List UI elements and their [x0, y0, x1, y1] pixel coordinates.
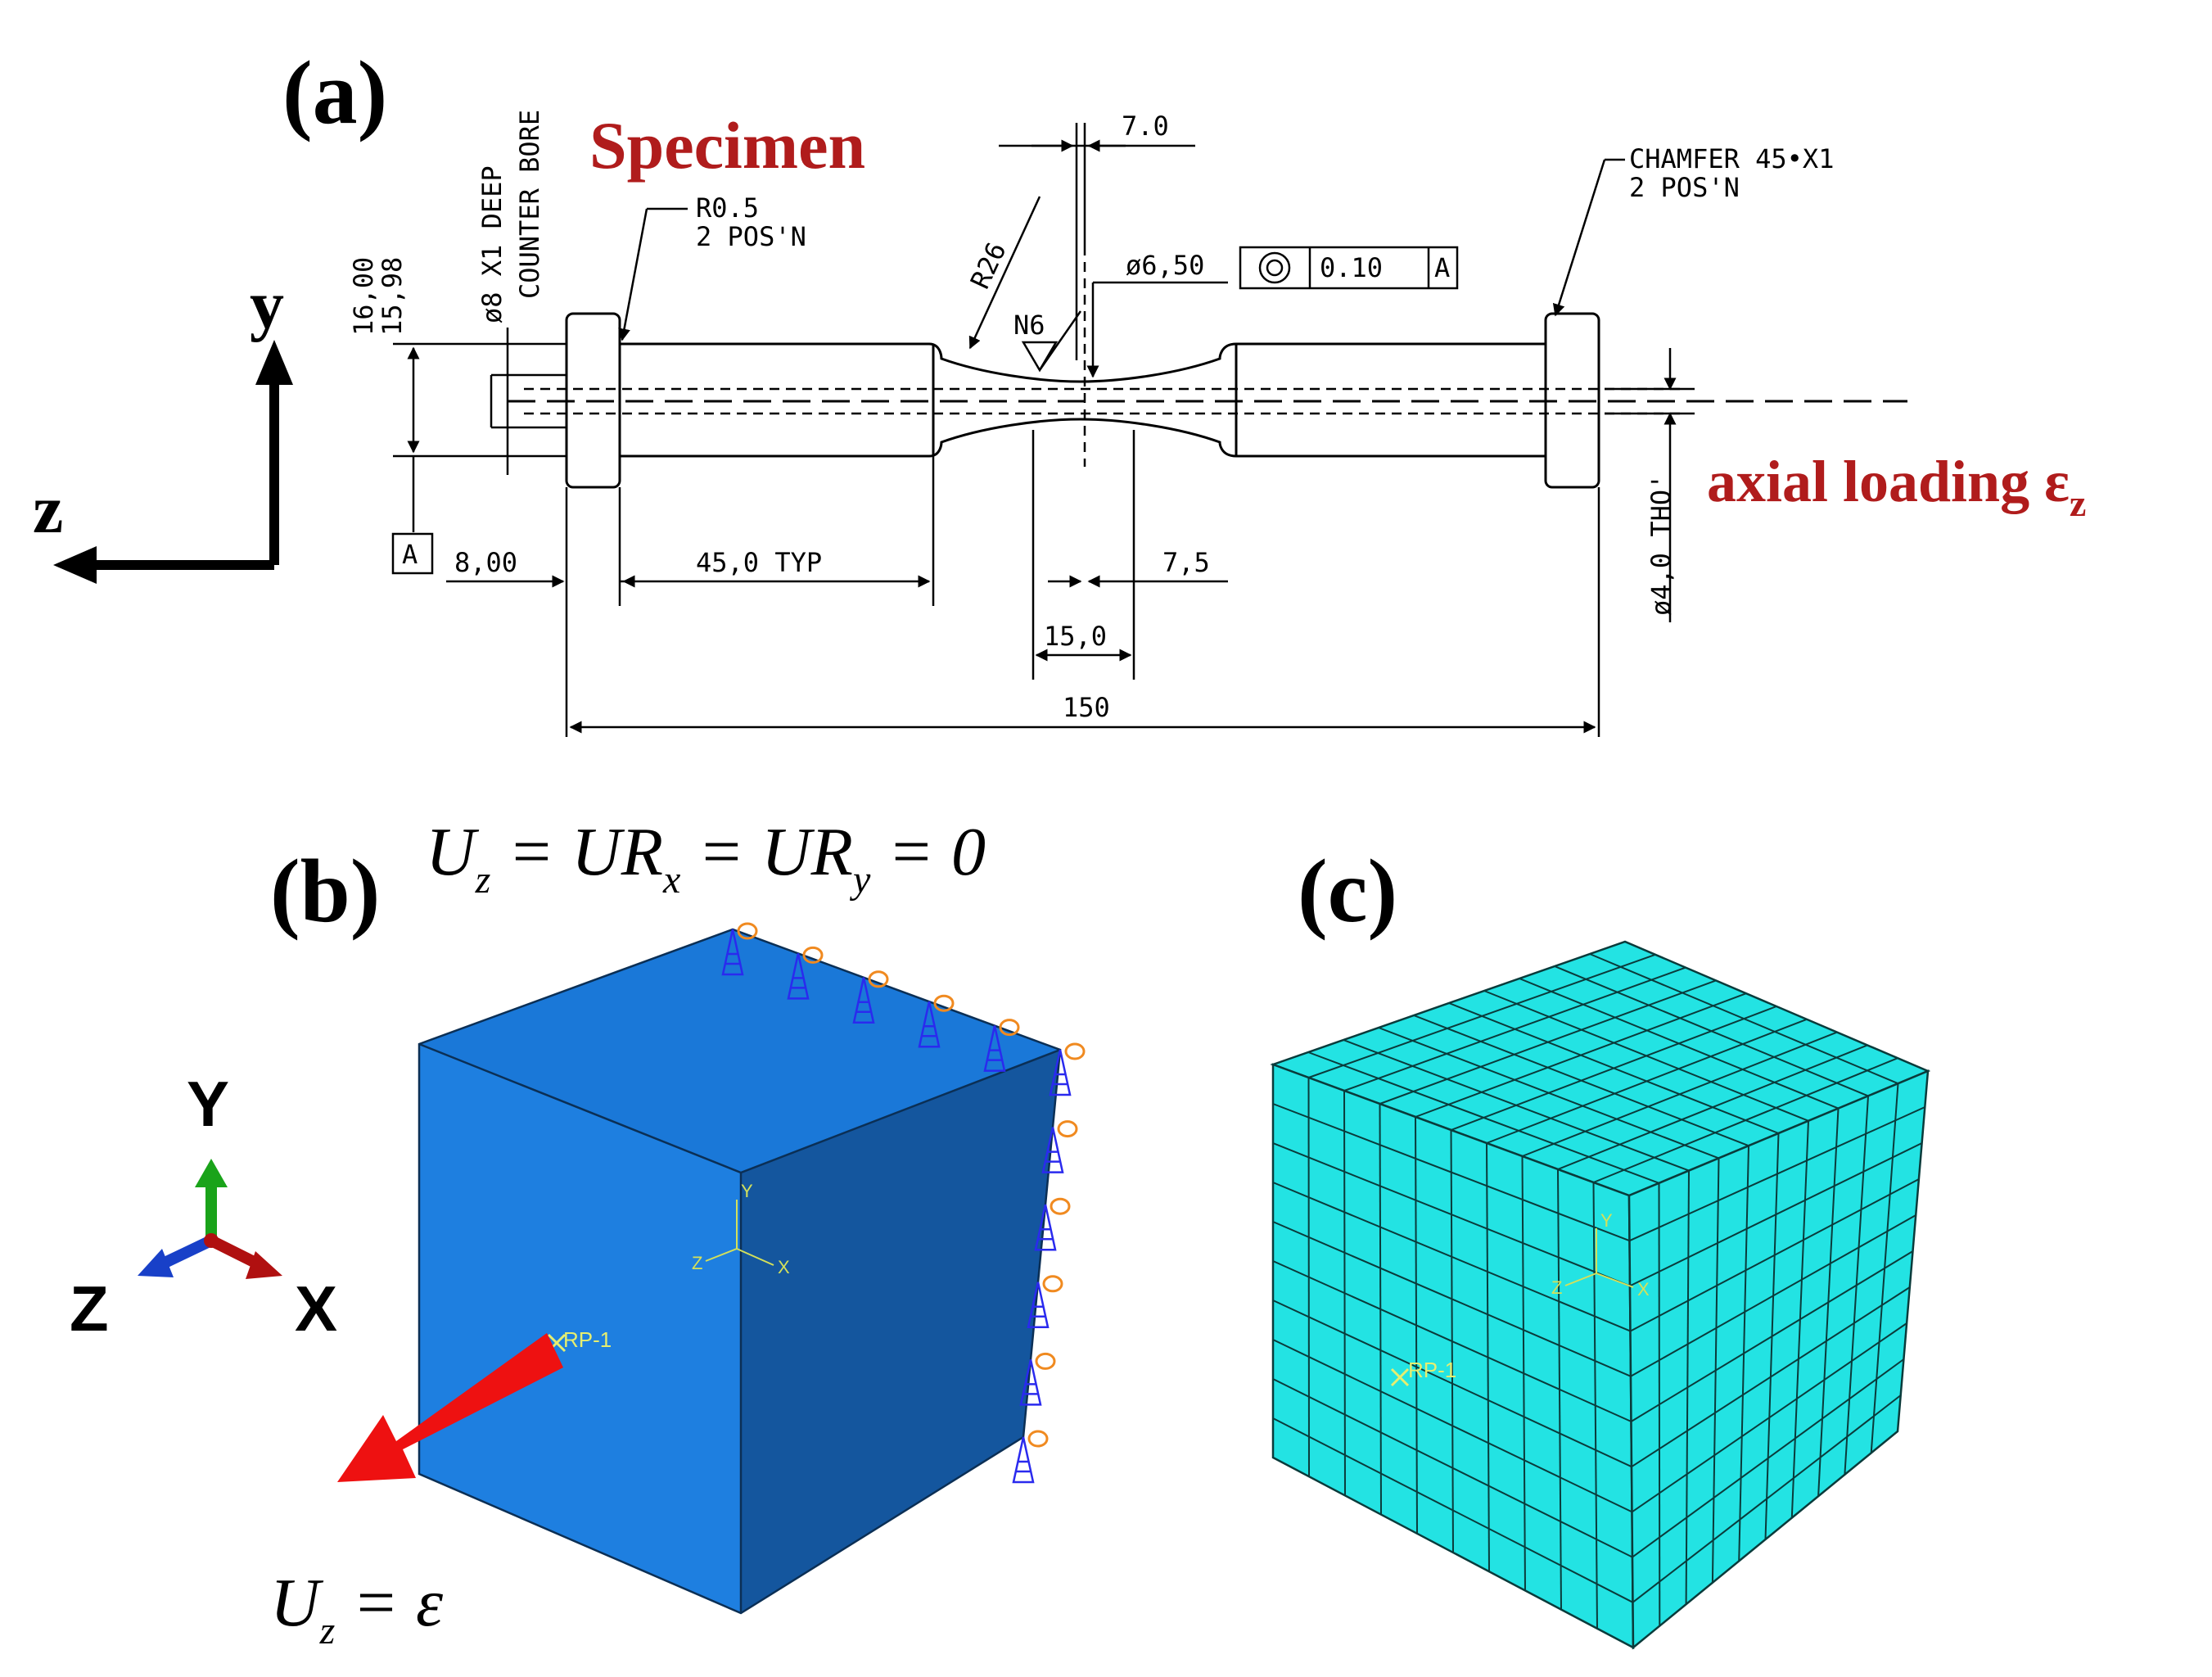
axis-arrows-a: y z [33, 267, 293, 584]
svg-text:CHAMFER 45•X1: CHAMFER 45•X1 [1629, 143, 1834, 174]
cube-side-face [741, 1050, 1060, 1613]
svg-text:R0.5: R0.5 [696, 192, 759, 224]
specimen-title: Specimen [589, 108, 865, 183]
bc-top-equation: Uz = URx = URy = 0 [426, 814, 986, 902]
mesh-side-face [1627, 1069, 1930, 1650]
svg-text:N6: N6 [1013, 310, 1045, 341]
triad-y-label: Y [187, 1068, 229, 1140]
svg-text:Z: Z [692, 1253, 702, 1273]
panel-a: (a) Specimen y z [33, 43, 2086, 737]
reference-point-c: RP-1 [1390, 1358, 1456, 1387]
counter-bore-label: ø8 X1 DEEP COUNTER BORE [476, 110, 545, 475]
svg-text:0.10: 0.10 [1320, 252, 1383, 283]
svg-text:ø8 X1 DEEP: ø8 X1 DEEP [476, 165, 508, 323]
svg-text:ø4,0 THO': ø4,0 THO' [1645, 474, 1677, 616]
svg-text:15,0: 15,0 [1044, 621, 1107, 652]
svg-text:Z: Z [1551, 1277, 1562, 1298]
bc-marker [1019, 1352, 1056, 1406]
datum-a-box: A [402, 539, 418, 570]
svg-text:RP-1: RP-1 [563, 1327, 612, 1352]
svg-text:A: A [1434, 252, 1450, 283]
panel-a-label: (a) [282, 43, 387, 142]
svg-text:8,00: 8,00 [454, 547, 517, 578]
svg-text:ø6,50: ø6,50 [1126, 250, 1204, 281]
boundary-condition-markers [721, 922, 1086, 1484]
axis-y-label: y [250, 267, 284, 343]
cube-top-face [419, 929, 1060, 1173]
svg-text:7,5: 7,5 [1162, 547, 1210, 578]
dim-4-0: ø4,0 THO' [1605, 348, 1695, 622]
dim-6-50: ø6,50 0.10 A [1086, 246, 1459, 378]
bottom-dims: 8,00 45,0 TYP 7,5 15,0 150 [446, 430, 1600, 737]
dim-diameter-16: 16,00 15,98 A [348, 257, 567, 575]
triad-x-label: X [295, 1272, 337, 1345]
bc-marker [1049, 1042, 1086, 1096]
panel-b: (b) Uz = URx = URy = 0 Y X Z RP-1 Uz = ε [70, 814, 1086, 1652]
svg-text:2 POS'N: 2 POS'N [696, 221, 806, 252]
bc-bottom-equation: Uz = ε [270, 1565, 444, 1652]
svg-text:2 POS'N: 2 POS'N [1629, 172, 1740, 203]
specimen-drawing [490, 123, 1907, 489]
svg-text:RP-1: RP-1 [1408, 1358, 1456, 1382]
svg-text:X: X [778, 1257, 790, 1277]
dim-15-98: 15,98 [377, 257, 408, 336]
axial-loading-label: axial loading εz [1707, 449, 2086, 524]
triad-z-label: Z [70, 1272, 109, 1345]
bc-marker [787, 946, 824, 1000]
r05-callout: R0.5 2 POS'N [618, 192, 806, 341]
n6-symbol: N6 [1013, 310, 1082, 373]
panel-c: (c) Y X Z RP-1 [1270, 841, 1931, 1650]
svg-text:7.0: 7.0 [1122, 111, 1169, 142]
boundary-cube [418, 928, 1062, 1615]
bc-marker [1041, 1120, 1078, 1173]
bc-marker [721, 922, 758, 976]
local-triad-b: Y X Z [692, 1181, 790, 1277]
chamfer-callout: CHAMFER 45•X1 2 POS'N [1552, 143, 1834, 317]
svg-text:150: 150 [1063, 692, 1110, 723]
cube-front-face [419, 1044, 741, 1613]
local-triad-c: Y X Z [1551, 1210, 1650, 1300]
bc-marker [1034, 1197, 1071, 1251]
svg-text:R26: R26 [964, 237, 1013, 293]
panel-c-label: (c) [1298, 841, 1397, 941]
meshed-cube [1270, 940, 1931, 1650]
dim-16-00: 16,00 [348, 257, 379, 336]
bc-marker [983, 1019, 1020, 1072]
svg-text:Y: Y [741, 1181, 753, 1201]
axis-z-label: z [33, 472, 63, 548]
dim-7-0: 7.0 [999, 111, 1195, 152]
panel-b-label: (b) [270, 841, 380, 941]
bc-marker [1027, 1275, 1063, 1329]
svg-text:COUNTER BORE: COUNTER BORE [514, 110, 545, 299]
svg-text:Y: Y [1600, 1210, 1613, 1231]
loading-arrow [337, 1333, 563, 1482]
bc-marker [1012, 1430, 1049, 1484]
svg-text:X: X [1637, 1279, 1650, 1300]
global-triad: Y Z X [70, 1068, 337, 1345]
bc-marker [918, 994, 955, 1048]
reference-point-b: RP-1 [547, 1327, 612, 1353]
svg-text:45,0 TYP: 45,0 TYP [696, 547, 822, 578]
bc-marker [852, 970, 889, 1024]
